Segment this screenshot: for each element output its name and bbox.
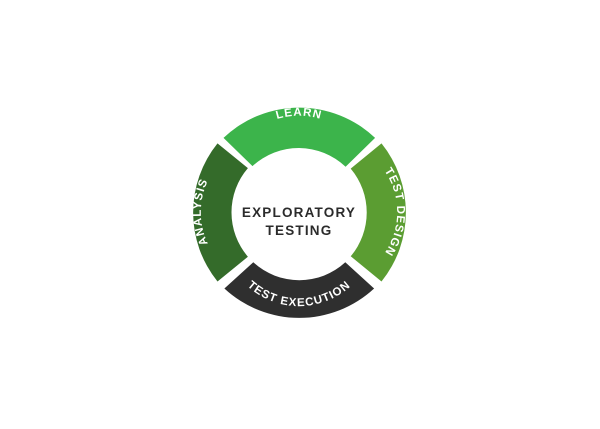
label-learn: LEARN [275,107,324,122]
center-title-line2: TESTING [266,223,333,238]
segment-learn [223,107,376,167]
label-learn-text: LEARN [275,107,323,122]
segment-test-execution [224,262,375,318]
label-analysis: ANALYSIS [192,177,211,247]
label-analysis-text: ANALYSIS [192,177,210,247]
center-title-line1: EXPLORATORY [242,205,356,220]
segment-analysis [193,143,248,282]
segment-test-design [350,143,406,282]
